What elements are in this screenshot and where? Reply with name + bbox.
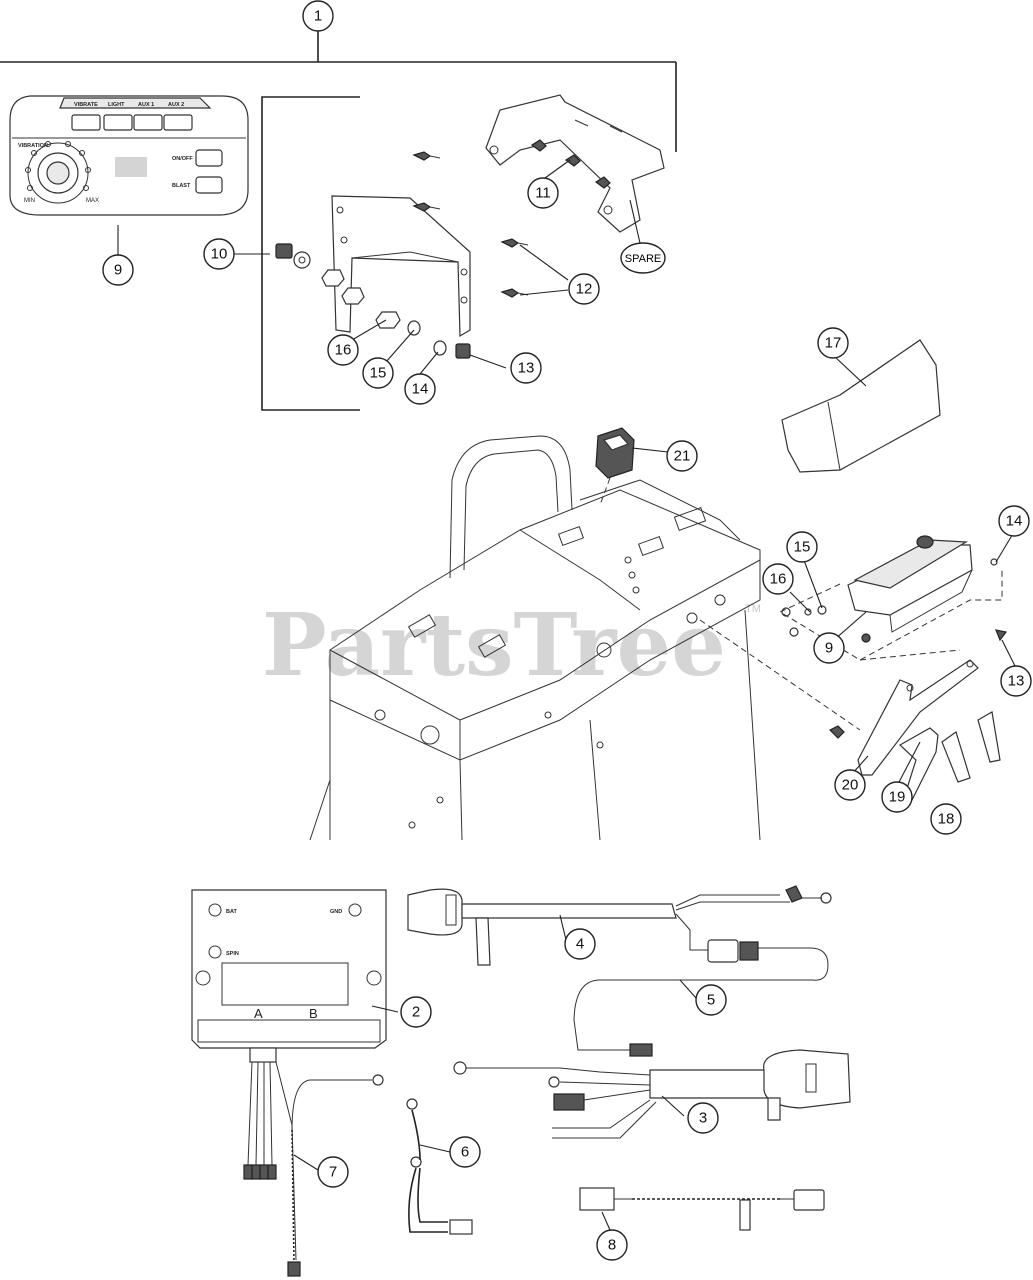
svg-text:10: 10 [211, 246, 228, 263]
callout-15-top: 15 [362, 357, 394, 389]
callout-5: 5 [695, 984, 727, 1016]
rocker-switch [595, 427, 635, 506]
svg-text:14: 14 [412, 381, 429, 398]
callout-10: 10 [203, 238, 235, 270]
hardware-screws [275, 139, 611, 359]
svg-text:8: 8 [608, 1237, 616, 1254]
callout-15-side: 15 [786, 531, 818, 563]
callout-20: 20 [834, 769, 866, 801]
svg-text:19: 19 [889, 789, 906, 806]
callout-11: 11 [527, 177, 559, 209]
watermark: PartsTree [262, 595, 726, 696]
harness-three [453, 1049, 851, 1139]
machine-body [309, 435, 761, 841]
panel-min-label: MIN [24, 198, 35, 204]
callout-16-side: 16 [762, 563, 794, 595]
callout-4: 4 [564, 928, 596, 960]
svg-text:12: 12 [576, 281, 593, 298]
svg-text:16: 16 [335, 342, 352, 359]
spare-callout: SPARE [620, 199, 666, 274]
callout-17: 17 [817, 327, 849, 359]
panel-button-aux1: AUX 1 [138, 102, 154, 108]
panel-button-vibrate: VIBRATE [74, 102, 98, 108]
callout-14-side: 14 [998, 505, 1030, 537]
svg-text:9: 9 [114, 262, 122, 279]
svg-text:18: 18 [938, 811, 955, 828]
callout-7: 7 [317, 1156, 349, 1188]
panel-max-label: MAX [86, 198, 99, 204]
callout-3: 3 [687, 1102, 719, 1134]
lower-brackets [828, 629, 1008, 801]
controller-port-a: A [254, 1006, 263, 1021]
panel-blast-label: BLAST [172, 183, 191, 189]
svg-text:16: 16 [770, 571, 787, 588]
svg-text:13: 13 [1008, 673, 1025, 690]
panel-onoff-label: ON/OFF [172, 156, 193, 162]
panel-assembly-side [699, 535, 1003, 731]
leader-lines [234, 159, 1017, 1231]
panel-dial-label: VIBRATION [18, 143, 48, 149]
svg-text:1: 1 [314, 8, 322, 25]
controller-port-b: B [309, 1006, 318, 1021]
side-cover [781, 339, 941, 473]
callout-21: 21 [666, 440, 698, 472]
controller-gnd-label: GND [330, 909, 342, 915]
svg-text:13: 13 [518, 360, 535, 377]
callout-2: 2 [400, 996, 432, 1028]
callout-19: 19 [881, 781, 913, 813]
svg-text:7: 7 [329, 1164, 337, 1181]
callout-13-top: 13 [510, 352, 542, 384]
svg-text:2: 2 [412, 1004, 420, 1021]
watermark-tm: TM [745, 603, 761, 615]
callout-12: 12 [568, 273, 600, 305]
control-panel: VIBRATE LIGHT AUX 1 AUX 2 VIBRATION MIN … [9, 95, 249, 216]
svg-text:17: 17 [825, 335, 842, 352]
svg-text:20: 20 [842, 777, 859, 794]
svg-text:4: 4 [576, 936, 584, 953]
callout-6: 6 [449, 1136, 481, 1168]
controller-bat-label: BAT [226, 909, 238, 915]
svg-text:21: 21 [674, 448, 691, 465]
harness-eight [579, 1187, 825, 1231]
svg-text:5: 5 [707, 992, 715, 1009]
harness-four [407, 885, 832, 1057]
callout-9-panel: 9 [102, 254, 134, 286]
panel-button-aux2: AUX 2 [168, 102, 184, 108]
mounting-bracket-left [331, 195, 471, 338]
svg-text:6: 6 [461, 1144, 469, 1161]
svg-text:15: 15 [794, 539, 811, 556]
controller-module: BAT GND SPIN A B [191, 889, 387, 1049]
ground-strap [406, 1098, 473, 1235]
callout-9-assembly: 9 [813, 632, 845, 664]
svg-text:15: 15 [370, 365, 387, 382]
callout-18: 18 [930, 803, 962, 835]
svg-text:14: 14 [1006, 513, 1023, 530]
svg-text:3: 3 [699, 1110, 707, 1127]
harness-seven [243, 1047, 384, 1277]
panel-button-light: LIGHT [108, 102, 125, 108]
callout-16-top: 16 [327, 334, 359, 366]
callout-14-top: 14 [404, 373, 436, 405]
callout-8: 8 [596, 1229, 628, 1261]
svg-text:11: 11 [535, 185, 551, 202]
callout-1: 1 [302, 0, 334, 32]
spare-label: SPARE [625, 253, 661, 265]
controller-spin-label: SPIN [226, 951, 239, 957]
svg-text:9: 9 [825, 640, 833, 657]
callout-13-side: 13 [1000, 665, 1032, 697]
